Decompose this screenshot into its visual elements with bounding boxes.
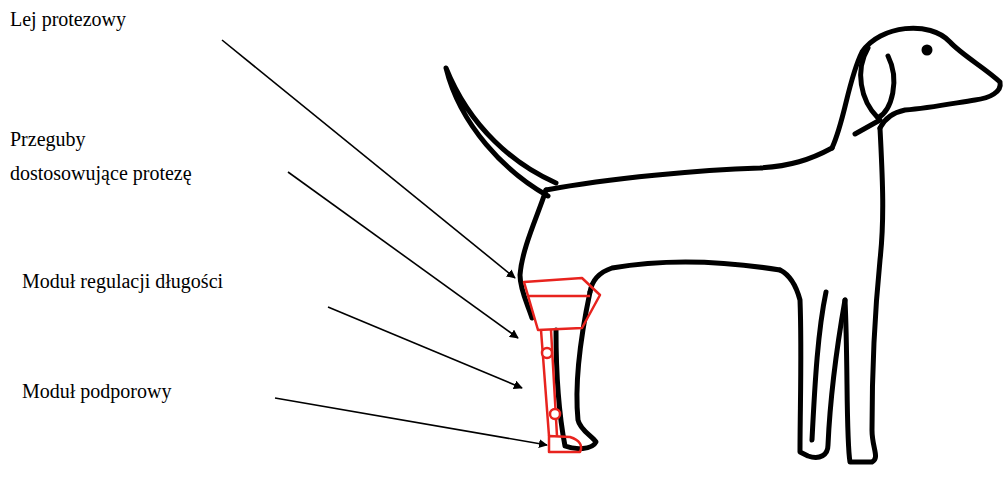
support-module [549,436,581,452]
prosthetic-socket [524,278,600,330]
joint [550,409,560,419]
part-label: Lej protezowy [10,2,126,36]
part-label: Moduł regulacji długości [22,264,223,298]
prosthesis [524,278,600,452]
joint [542,348,552,358]
part-label: Moduł podporowy [22,374,171,408]
leader-arrows [222,40,547,445]
dog-outline [446,28,1000,462]
part-label: Przeguby dostosowujące protezę [10,122,194,190]
